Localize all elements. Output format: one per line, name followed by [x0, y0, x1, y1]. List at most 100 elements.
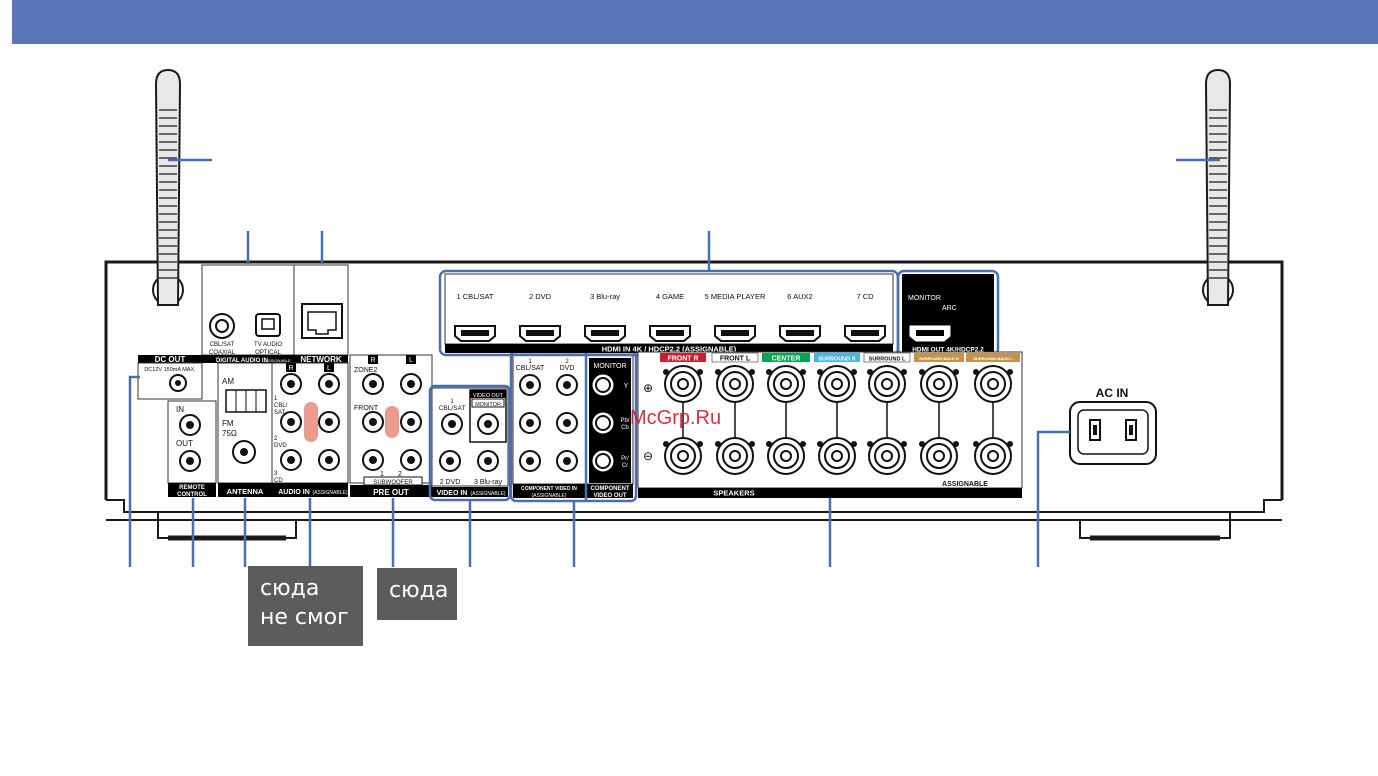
speaker-terminal-pair	[715, 365, 755, 475]
comp-y-label: Y	[624, 383, 629, 390]
speakers-section: FRONT R FRONT L CENTER SURROUND R SURROU…	[637, 351, 1023, 498]
spk-back-r-label: SURROUND BACK R	[919, 356, 959, 361]
video-out-label: VIDEO OUT	[473, 393, 504, 399]
hdmi-input-label: 3 Blu-ray	[590, 292, 620, 301]
video-monitor-label: MONITOR	[475, 402, 501, 408]
plus-label: ⊕	[643, 381, 653, 395]
hdmi-out-label: HDMI OUT 4K/HDCP2.2	[912, 347, 984, 354]
remote-out-label: OUT	[176, 439, 193, 448]
minus-label: ⊖	[643, 449, 653, 463]
network-label: NETWORK	[300, 355, 342, 364]
comp-cr-label: Cr	[622, 463, 628, 469]
header-bar	[12, 0, 1378, 44]
annotation-note: сюда не смог	[248, 566, 363, 646]
front-preout-label: FRONT	[354, 405, 379, 412]
remote-control-section: IN OUT REMOTE CONTROL	[167, 400, 217, 498]
remote-in-label: IN	[176, 405, 184, 414]
video-cbl-label: CBL/SAT	[439, 405, 466, 412]
coaxial-label: COAXIAL	[209, 350, 236, 356]
digital-audio-in-section: CBL/SAT COAXIAL TV AUDIO OPTICAL DIGITAL…	[201, 264, 295, 364]
spk-surround-l-label: SURROUND L	[869, 357, 906, 363]
comp-pr-label: Pr/	[621, 456, 629, 462]
watermark-text: McGrp.Ru	[630, 407, 721, 429]
video-in-assignable-label: (ASSIGNABLE)	[470, 491, 505, 497]
audio-cbl-label: CBL/	[274, 403, 288, 409]
hdmi-out-section: MONITOR ARC HDMI OUT 4K/HDCP2.2	[896, 269, 1000, 357]
hdmi-input-port	[779, 325, 821, 342]
remote-control-label-2: CONTROL	[177, 492, 207, 498]
optical-label: OPTICAL	[255, 350, 281, 356]
comp-cb-label: Cb	[621, 425, 629, 431]
video-1-label: 1	[450, 399, 454, 405]
annotation-note: сюда	[377, 568, 457, 620]
comp-2-label: 2	[565, 359, 569, 365]
dc-out-spec-label: DC12V 150mA MAX.	[144, 367, 196, 373]
comp-dvd-label: DVD	[560, 365, 575, 372]
preout-l-label: L	[409, 357, 413, 364]
spk-front-r-label: FRONT R	[667, 356, 698, 363]
audio-cd-label: CD	[274, 478, 283, 484]
ac-in-label: AC IN	[1096, 386, 1129, 400]
hdmi-input-port	[714, 325, 756, 342]
spk-assignable-label: ASSIGNABLE	[942, 481, 988, 488]
hdmi-input-port	[584, 325, 626, 342]
hdmi-input-port	[649, 325, 691, 342]
dc-out-section: DC OUT DC12V 150mA MAX.	[137, 355, 203, 400]
fm-label: FM	[222, 419, 234, 428]
chassis	[104, 260, 1284, 541]
optical-tv-label: TV AUDIO	[254, 342, 282, 348]
hdmi-monitor-label: MONITOR	[908, 295, 941, 302]
comp-1-label: 1	[528, 359, 532, 365]
pre-out-label: PRE OUT	[373, 488, 409, 497]
antenna-label: ANTENNA	[227, 487, 264, 496]
component-video-section: 1 CBL/SAT 2 DVD MONITOR Y Pb/ Cb Pr/ Cr …	[509, 349, 638, 503]
hdmi-input-port	[519, 325, 561, 342]
sub-1-label: 1	[380, 471, 384, 478]
hdmi-input-label: 7 CD	[856, 292, 874, 301]
antenna-left	[152, 68, 184, 306]
antenna-right	[1202, 68, 1234, 306]
network-section: NETWORK	[293, 264, 349, 364]
speaker-terminal-pair	[919, 365, 959, 475]
comp-in-label-2: (ASSIGNABLE)	[531, 493, 566, 499]
spk-center-label: CENTER	[772, 356, 801, 363]
subwoofer-label: SUBWOOFER	[373, 480, 413, 486]
hdmi-input-label: 4 GAME	[656, 292, 684, 301]
comp-out-label-2: VIDEO OUT	[593, 493, 626, 499]
zone2-label: ZONE2	[354, 367, 377, 374]
comp-out-label-1: COMPONENT	[591, 486, 630, 492]
spk-front-l-label: FRONT L	[720, 356, 751, 363]
hdmi-input-label: 2 DVD	[529, 292, 552, 301]
audio-3-label: 3	[274, 471, 278, 477]
hdmi-in-label: HDMI IN 4K / HDCP2.2 (ASSIGNABLE)	[602, 345, 737, 354]
hdmi-arc-label: ARC	[942, 305, 957, 312]
audio-in-assignable-label: (ASSIGNABLE)	[312, 490, 347, 496]
hdmi-input-label: 6 AUX2	[787, 292, 812, 301]
audio-sat-label: SAT	[274, 410, 286, 416]
preout-highlight	[385, 406, 399, 438]
hdmi-input-port	[454, 325, 496, 342]
comp-monitor-label: MONITOR	[594, 363, 627, 370]
speakers-label: SPEAKERS	[713, 489, 754, 498]
speaker-terminal-pair	[663, 365, 703, 475]
comp-pb-label: Pb/	[620, 418, 629, 424]
spk-surround-r-label: SURROUND R	[818, 357, 855, 363]
video-bluray-label: 3 Blu-ray	[474, 479, 503, 486]
comp-cbl-label: CBL/SAT	[516, 365, 545, 372]
hdmi-input-port	[844, 325, 886, 342]
antenna-terminal-section: AM FM 75Ω ANTENNA	[217, 362, 273, 497]
sub-2-label: 2	[398, 471, 402, 478]
speaker-terminal-pair	[867, 365, 907, 475]
digital-audio-assignable-label: ASSIGNABLE	[265, 358, 291, 363]
speaker-terminal-pair	[817, 365, 857, 475]
audio-dvd-label: DVD	[274, 443, 287, 449]
speaker-terminal-pair	[766, 365, 806, 475]
audio-2-label: 2	[274, 436, 278, 442]
dc-out-label: DC OUT	[155, 355, 186, 364]
video-dvd-label: 2 DVD	[440, 479, 461, 486]
preout-r-label: R	[370, 357, 375, 364]
coaxial-cbl-label: CBL/SAT	[210, 342, 235, 348]
